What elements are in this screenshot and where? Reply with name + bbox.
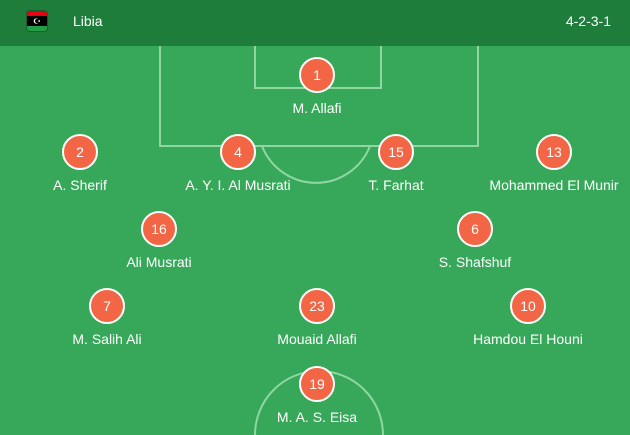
player[interactable]: 4 A. Y. I. Al Musrati	[128, 134, 348, 193]
player[interactable]: 23 Mouaid Allafi	[207, 288, 427, 347]
player-number-badge: 10	[510, 288, 546, 324]
player-number-badge: 2	[62, 134, 98, 170]
libya-flag-icon	[27, 11, 47, 31]
player-number-badge: 6	[457, 211, 493, 247]
pitch: 1 M. Allafi 2 A. Sherif 4 A. Y. I. Al Mu…	[0, 46, 630, 435]
player-name: A. Y. I. Al Musrati	[185, 177, 291, 193]
player-number-badge: 19	[299, 366, 335, 402]
player[interactable]: 16 Ali Musrati	[49, 211, 269, 270]
player-number-badge: 23	[299, 288, 335, 324]
player[interactable]: 2 A. Sherif	[0, 134, 190, 193]
player-number-badge: 13	[536, 134, 572, 170]
player[interactable]: 6 S. Shafshuf	[365, 211, 585, 270]
player-name: Mouaid Allafi	[277, 331, 357, 347]
player[interactable]: 15 T. Farhat	[286, 134, 506, 193]
team-name: Libia	[73, 13, 103, 29]
player-name: M. A. S. Eisa	[276, 409, 358, 425]
player-name: T. Farhat	[368, 177, 424, 193]
player-name: Hamdou El Houni	[473, 331, 583, 347]
player-name: Mohammed El Munir	[489, 177, 619, 193]
player[interactable]: 10 Hamdou El Houni	[418, 288, 630, 347]
team-header: Libia 4-2-3-1	[0, 0, 630, 46]
penalty-arc	[261, 145, 371, 184]
player-name: S. Shafshuf	[438, 254, 512, 270]
player[interactable]: 13 Mohammed El Munir	[444, 134, 630, 193]
player[interactable]: 1 M. Allafi	[207, 57, 427, 116]
player-number-badge: 7	[89, 288, 125, 324]
player[interactable]: 7 M. Salih Ali	[0, 288, 217, 347]
player-number-badge: 16	[141, 211, 177, 247]
player-name: Ali Musrati	[126, 254, 192, 270]
player-number-badge: 15	[378, 134, 414, 170]
player-number-badge: 1	[299, 57, 335, 93]
player[interactable]: 19 M. A. S. Eisa	[207, 366, 427, 425]
penalty-area	[159, 46, 479, 147]
player-name: M. Salih Ali	[72, 331, 142, 347]
formation-label: 4-2-3-1	[565, 13, 611, 29]
player-number-badge: 4	[220, 134, 256, 170]
player-name: M. Allafi	[292, 100, 342, 116]
player-name: A. Sherif	[53, 177, 107, 193]
